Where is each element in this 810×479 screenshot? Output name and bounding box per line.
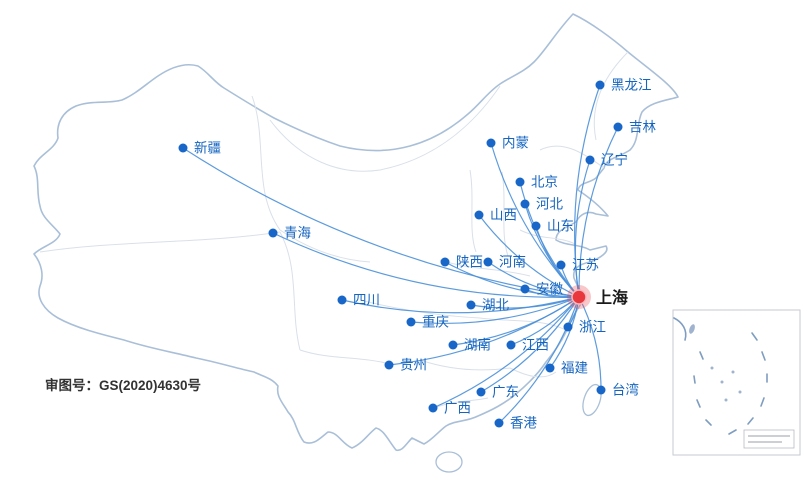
flight-line — [498, 296, 580, 424]
province-label: 内蒙 — [502, 136, 529, 151]
flight-line — [478, 214, 580, 298]
province-label: 安徽 — [536, 282, 564, 297]
province-dot — [596, 385, 606, 395]
province-label: 台湾 — [612, 382, 639, 398]
province-label: 河南 — [499, 255, 526, 270]
province-dot — [406, 317, 416, 327]
province-dot — [384, 360, 394, 370]
province-dot — [474, 210, 484, 220]
province-dot — [545, 363, 555, 373]
province-dot — [178, 143, 188, 153]
province-dot — [556, 260, 566, 270]
province-dot — [268, 228, 278, 238]
flight-lines — [182, 84, 619, 424]
province-dot — [337, 295, 347, 305]
province-dot — [520, 284, 530, 294]
province-dot — [466, 300, 476, 310]
flight-line — [578, 296, 602, 391]
flight-line — [410, 296, 580, 325]
south-china-sea-inset — [672, 309, 801, 456]
hub-dot — [571, 289, 587, 305]
province-label: 山西 — [490, 208, 517, 223]
map-approval-number: 审图号：GS(2020)4630号 — [45, 377, 201, 393]
hub-label: 上海 — [596, 288, 628, 307]
province-dot — [476, 387, 486, 397]
province-dot — [520, 199, 530, 209]
province-dot — [506, 340, 516, 350]
province-dot — [486, 138, 496, 148]
inset-taiwan — [689, 324, 695, 334]
province-label: 陕西 — [456, 255, 483, 270]
flight-line — [388, 296, 580, 366]
province-label: 湖北 — [482, 298, 509, 313]
flight-line — [444, 261, 580, 298]
province-dot — [448, 340, 458, 350]
province-dot — [515, 177, 525, 187]
flight-line — [470, 296, 580, 309]
china-mainland-outline — [33, 13, 679, 452]
inset-coast-mark — [673, 317, 687, 341]
province-label: 广西 — [444, 401, 471, 416]
province-label: 河北 — [536, 197, 564, 212]
province-label: 吉林 — [629, 120, 657, 135]
province-label: 贵州 — [400, 358, 427, 373]
province-label: 山东 — [547, 219, 574, 234]
province-label: 福建 — [561, 361, 588, 376]
inset-scale-legend — [743, 429, 795, 449]
taiwan-island — [582, 383, 602, 417]
province-dot — [595, 80, 605, 90]
flight-line — [574, 159, 591, 298]
inset-dash-line — [693, 332, 768, 435]
province-dot — [563, 322, 573, 332]
hainan-island — [435, 451, 463, 473]
flight-line — [432, 296, 580, 409]
province-label: 重庆 — [422, 315, 449, 330]
province-label: 黑龙江 — [611, 78, 652, 93]
flight-line — [487, 261, 580, 298]
province-dots — [178, 80, 623, 428]
province-dot — [494, 418, 504, 428]
inset-islands — [710, 366, 742, 402]
flight-line — [272, 232, 580, 298]
province-dot — [531, 221, 541, 231]
province-label: 湖南 — [464, 338, 491, 353]
province-dot — [483, 257, 493, 267]
province-label: 浙江 — [579, 320, 606, 335]
province-dot — [585, 155, 595, 165]
province-dot — [440, 257, 450, 267]
province-label: 江西 — [522, 338, 549, 353]
province-label: 北京 — [531, 175, 558, 190]
province-label: 香港 — [510, 416, 538, 431]
hub-marker: 上海 — [567, 285, 628, 309]
flight-line — [341, 296, 580, 314]
flight-line — [578, 126, 619, 298]
province-label: 江苏 — [572, 258, 599, 273]
province-label: 新疆 — [194, 141, 221, 156]
province-dot — [613, 122, 623, 132]
flight-line — [480, 296, 580, 393]
province-dot — [428, 403, 438, 413]
province-label: 广东 — [492, 385, 519, 400]
province-label: 青海 — [284, 226, 311, 241]
province-label: 辽宁 — [601, 152, 628, 168]
province-label: 四川 — [353, 293, 380, 308]
